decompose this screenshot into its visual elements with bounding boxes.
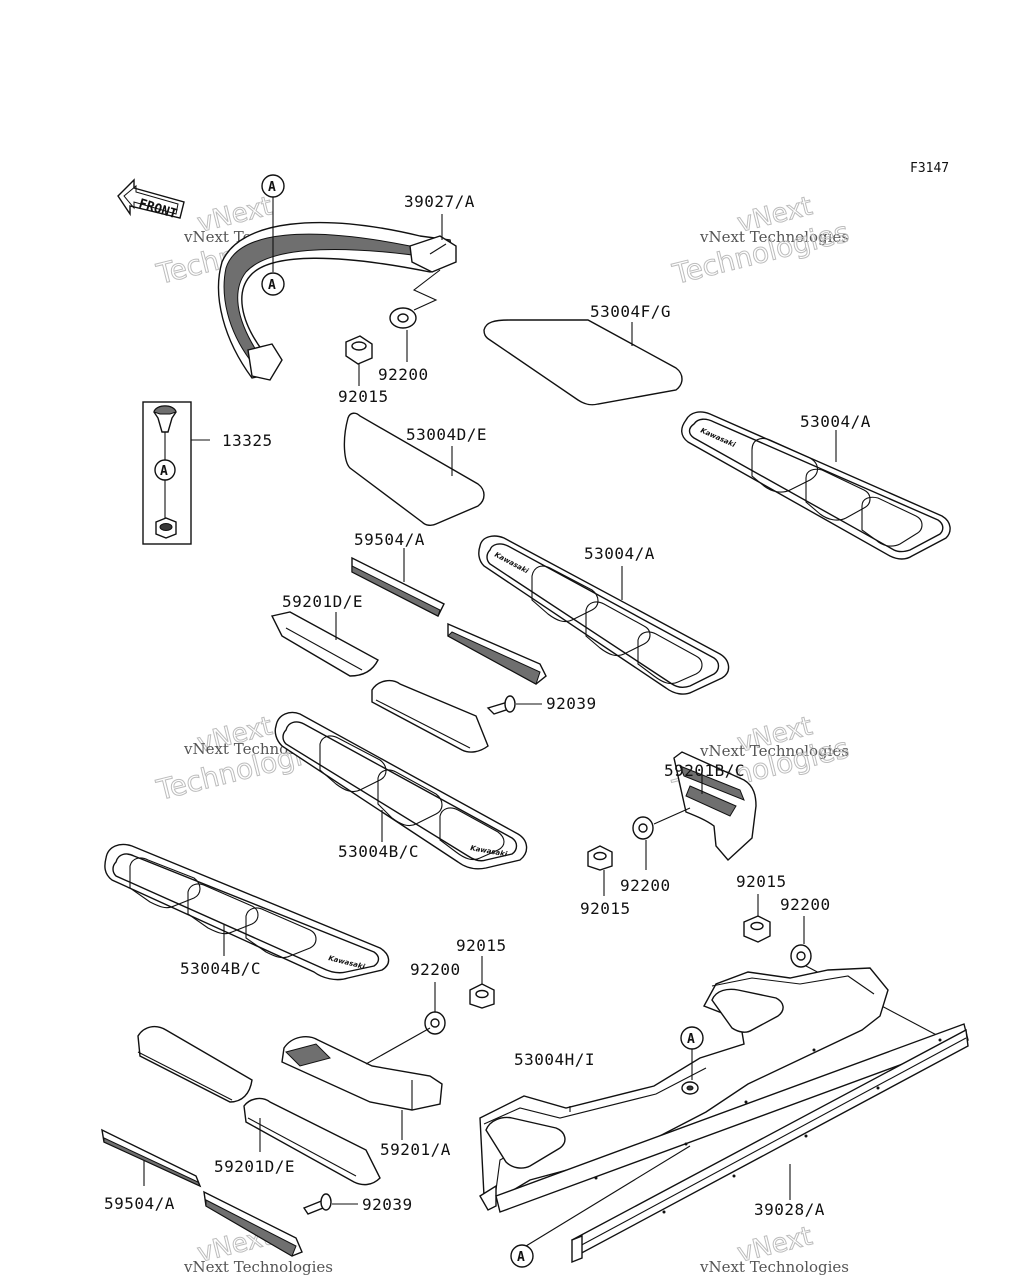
trim-59504a-bottom (101, 1128, 303, 1257)
rivet-92039-top (486, 695, 542, 715)
part-13325-plug-assembly: A (142, 401, 210, 545)
label-92015-mid: 92015 (580, 899, 631, 918)
pad-53004bc-mid: Kawasaki (274, 711, 528, 870)
svg-text:A: A (268, 180, 276, 195)
washer-92200-top (389, 269, 441, 362)
label-92015-right: 92015 (736, 872, 787, 891)
svg-text:vNext Technologies: vNext Technologies (699, 1258, 849, 1276)
label-92015-top: 92015 (338, 387, 389, 406)
label-53004de: 53004D/E (406, 425, 487, 444)
nut-92015-lower (469, 956, 495, 1009)
label-92200-lower: 92200 (410, 960, 461, 979)
pad-53004de (343, 412, 485, 527)
label-92200-top: 92200 (378, 365, 429, 384)
label-53004hi: 53004H/I (514, 1050, 595, 1069)
label-59201bc: 59201B/C (664, 761, 745, 780)
label-53004a-right: 53004/A (800, 412, 871, 431)
trim-59201a (281, 1027, 443, 1140)
trim-59201de-top (270, 611, 547, 753)
label-59201de-bottom: 59201D/E (214, 1157, 295, 1176)
label-59504a-bottom: 59504/A (104, 1194, 175, 1213)
label-92200-right: 92200 (780, 895, 831, 914)
pad-53004bc-left: Kawasaki (104, 843, 390, 981)
label-92015-lower: 92015 (456, 936, 507, 955)
label-39028a: 39028/A (754, 1200, 825, 1219)
svg-text:A: A (160, 464, 168, 479)
label-59201de-top: 59201D/E (282, 592, 363, 611)
callout-a-3: A (680, 1026, 704, 1080)
pad-53004fg (483, 319, 683, 406)
pad-53004hi (479, 967, 889, 1211)
label-92039-bottom: 92039 (362, 1195, 413, 1214)
svg-text:vNext Technologies: vNext Technologies (699, 742, 849, 760)
figure-code: F3147 (910, 161, 949, 176)
label-92200-mid: 92200 (620, 876, 671, 895)
label-59504a-top: 59504/A (354, 530, 425, 549)
rail-39028a (495, 1023, 969, 1264)
callout-a-4: A (510, 1145, 691, 1268)
nut-92015-right (743, 894, 771, 943)
label-59201a: 59201/A (380, 1140, 451, 1159)
trim-59504a-top (351, 548, 445, 617)
label-39027: 39027/A (404, 192, 475, 211)
watermark-bottom-right: vNext vNext Technologies (699, 1221, 849, 1276)
pad-53004a-mid: Kawasaki (478, 535, 730, 695)
pad-53004a-right: Kawasaki (681, 411, 951, 560)
svg-text:vNext Technologies: vNext Technologies (699, 228, 849, 246)
watermark-top-right: vNext vNext Technologies Technologies (668, 191, 852, 292)
label-53004a-mid: 53004/A (584, 544, 655, 563)
svg-text:A: A (687, 1032, 695, 1047)
label-92039-top: 92039 (546, 694, 597, 713)
label-53004fg: 53004F/G (590, 302, 671, 321)
callout-a-1: A A (261, 174, 285, 296)
rivet-92039-bottom (302, 1193, 358, 1215)
washer-92200-lower (424, 982, 446, 1035)
svg-text:A: A (268, 278, 276, 293)
label-53004bc-left: 53004B/C (180, 959, 261, 978)
svg-text:A: A (517, 1250, 525, 1265)
nut-92015-mid (587, 845, 613, 896)
front-arrow-icon: FRONT (117, 178, 185, 222)
trim-59201de-bottom (137, 1025, 381, 1186)
label-13325: 13325 (222, 431, 273, 450)
washer-92200-mid (632, 807, 691, 870)
svg-text:vNext Technologies: vNext Technologies (183, 1258, 333, 1276)
label-53004bc-mid: 53004B/C (338, 842, 419, 861)
nut-92015-top (345, 335, 373, 386)
part-39027-grab-handle (217, 221, 457, 381)
trim-59201bc (673, 751, 757, 862)
